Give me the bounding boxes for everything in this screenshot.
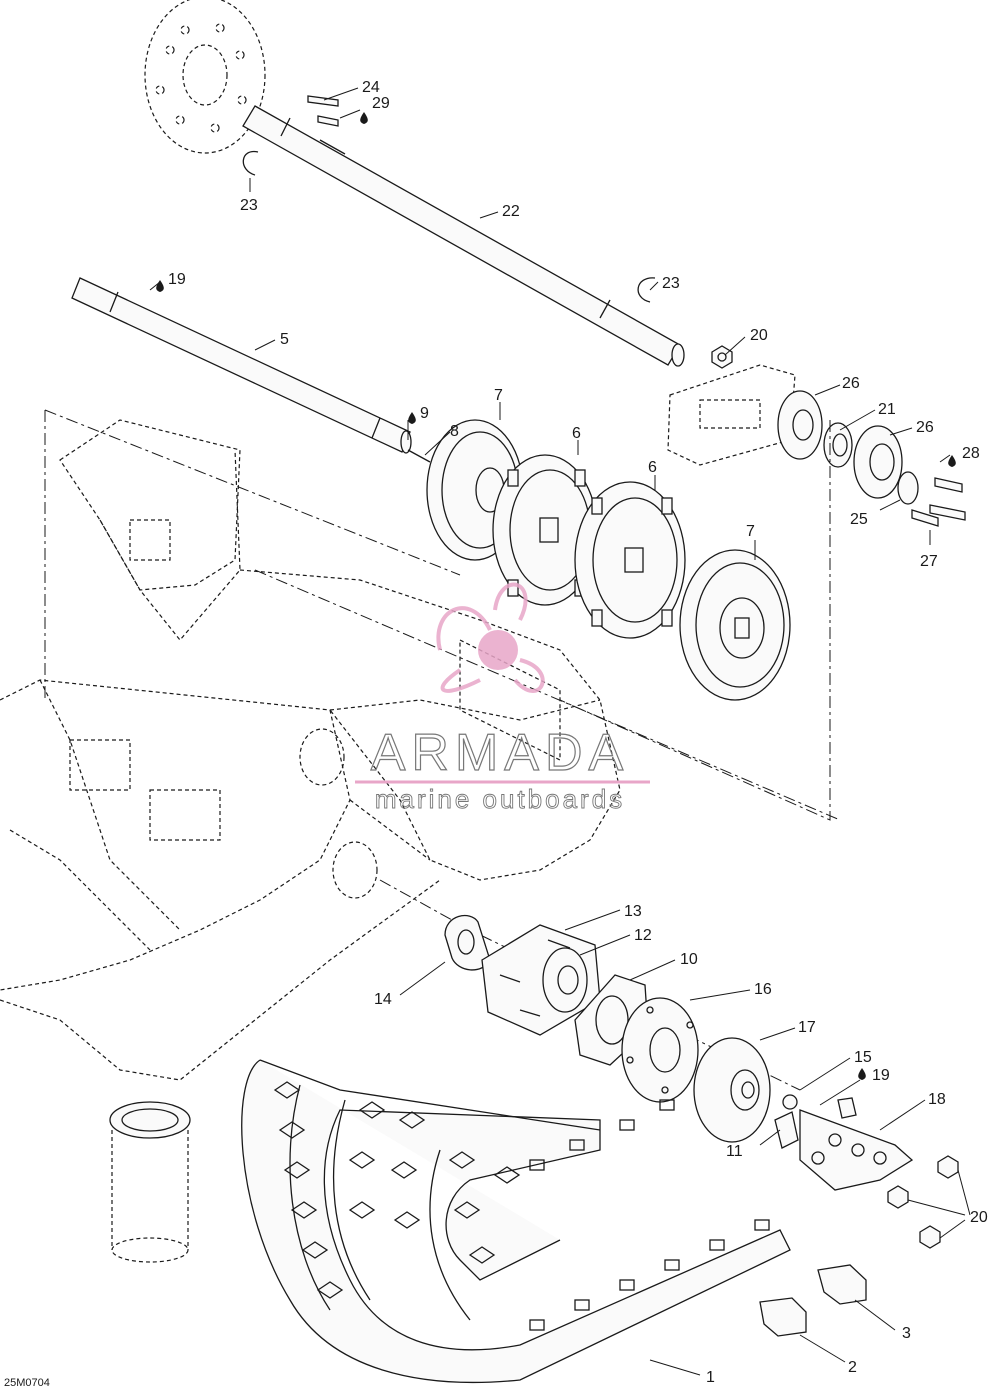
callout-15: 15 (854, 1049, 872, 1066)
watermark-logo (436, 582, 545, 693)
callout-19-top: 19 (168, 271, 186, 288)
callout-27: 27 (920, 553, 938, 570)
bearing-housing-right (667, 364, 796, 466)
callout-5: 5 (280, 331, 289, 348)
drive-shaft-upper (242, 105, 685, 367)
seal-ring (897, 471, 919, 505)
callout-6-right: 6 (648, 459, 657, 476)
sprocket-2 (574, 481, 686, 639)
callout-7-left: 7 (494, 387, 503, 404)
callout-26-right: 26 (916, 419, 934, 436)
track-clip-3 (817, 1264, 867, 1305)
callout-13: 13 (624, 903, 642, 920)
mounting-bracket (799, 1097, 914, 1191)
callout-28: 28 (962, 445, 980, 462)
leader-lines (149, 87, 971, 1376)
callout-2: 2 (848, 1359, 857, 1376)
circlip (242, 150, 656, 303)
grease-fitting (774, 1094, 799, 1149)
callout-23-top: 23 (240, 197, 258, 214)
callout-21: 21 (878, 401, 896, 418)
callout-25: 25 (850, 511, 868, 528)
callout-16: 16 (754, 981, 772, 998)
callout-10: 10 (680, 951, 698, 968)
hub-flange (693, 1037, 771, 1143)
diagram-id: 25M0704 (4, 1377, 50, 1389)
bearing-flange-outer (853, 425, 903, 499)
bolts-right (911, 477, 966, 527)
callout-23-right: 23 (662, 275, 680, 292)
callout-29: 29 (372, 95, 390, 112)
callout-8: 8 (450, 423, 459, 440)
brake-disc (144, 0, 266, 154)
callout-24: 24 (362, 79, 380, 96)
callout-22: 22 (502, 203, 520, 220)
cover-plate (621, 997, 699, 1103)
callout-20-top: 20 (750, 327, 768, 344)
bearing-right (823, 422, 853, 468)
drive-shaft-lower (71, 277, 431, 463)
callout-18: 18 (928, 1091, 946, 1108)
callout-20-bottom: 20 (970, 1209, 988, 1226)
idler-wheel-right (679, 549, 791, 701)
callout-7-right: 7 (746, 523, 755, 540)
key (307, 95, 339, 127)
watermark-tagline: marine outboards (375, 784, 625, 814)
bearing-flange-right (777, 390, 823, 460)
track (241, 1059, 791, 1384)
callout-6-left: 6 (572, 425, 581, 442)
callout-1: 1 (706, 1369, 715, 1386)
steering-post-tube (109, 1101, 191, 1263)
watermark-brand: ARMADA (371, 724, 629, 782)
callout-26-left: 26 (842, 375, 860, 392)
bearing-left (542, 947, 588, 1013)
callout-11: 11 (726, 1143, 743, 1160)
callout-14: 14 (374, 991, 392, 1008)
callout-3: 3 (902, 1325, 911, 1342)
sprocket-1 (492, 454, 598, 606)
callout-19-bottom: 19 (872, 1067, 890, 1084)
callout-9: 9 (420, 405, 429, 422)
callout-labels: 24 29 23 22 19 23 5 20 9 8 7 6 6 7 26 21… (168, 79, 988, 1386)
track-clip-2 (759, 1297, 807, 1337)
drop-icon (156, 112, 956, 1080)
nut-top (711, 345, 733, 369)
nuts-right (887, 1155, 959, 1249)
callout-17: 17 (798, 1019, 816, 1036)
callout-12: 12 (634, 927, 652, 944)
